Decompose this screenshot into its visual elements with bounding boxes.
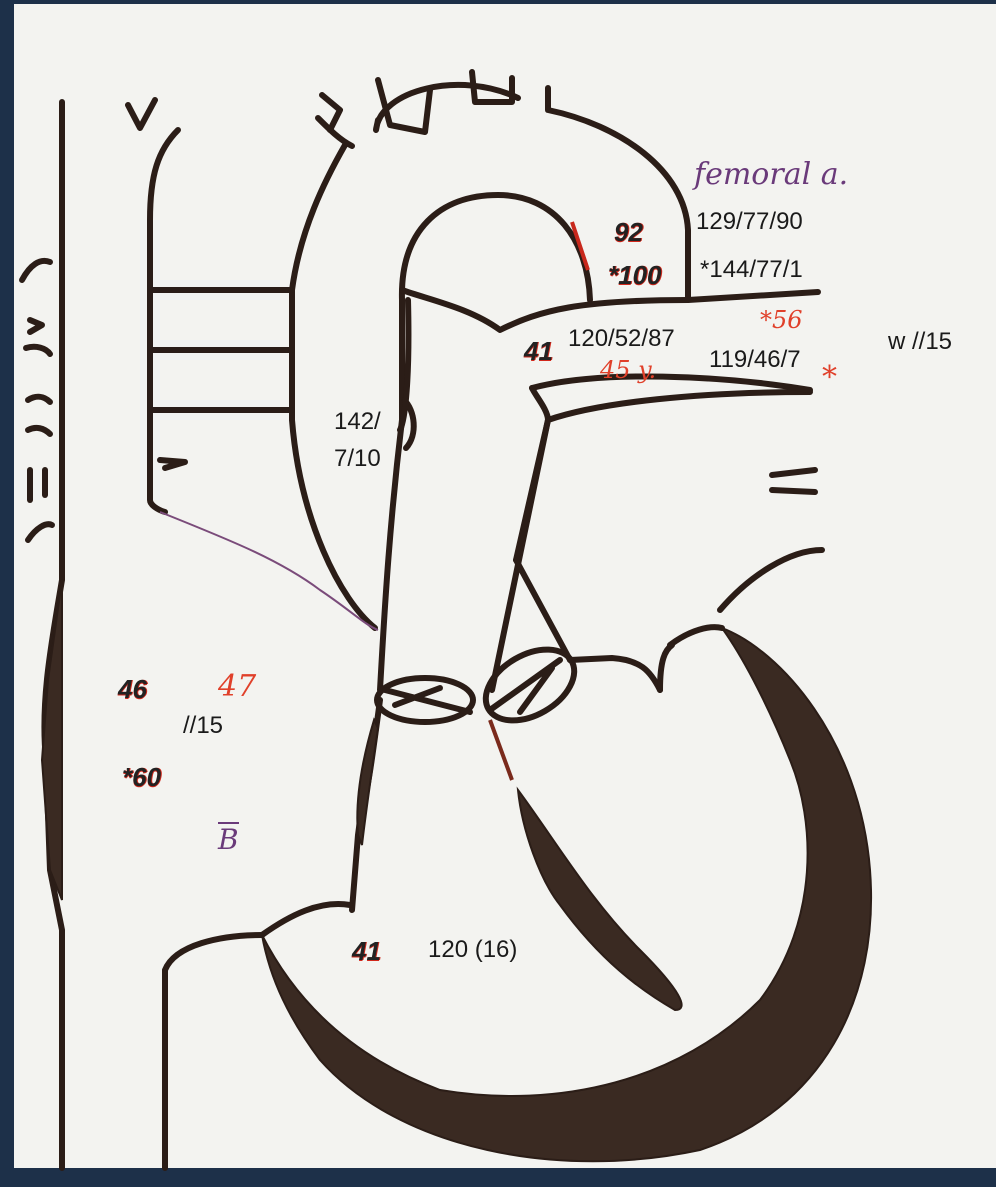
b-mark: B (218, 822, 239, 854)
ra-value-15: //15 (183, 714, 223, 738)
left-tick-9 (28, 524, 52, 540)
svc-right-wall (292, 145, 375, 628)
right-small-mark (772, 470, 815, 492)
tricuspid-base (165, 935, 262, 1168)
mitral-leaflet (670, 627, 722, 645)
aortic-valve-cusp (385, 688, 470, 712)
svc-notch (160, 460, 185, 468)
ra-value-60: *60 (122, 764, 161, 790)
pulmonary-right (548, 392, 810, 420)
left-tick-6 (28, 428, 50, 434)
desc-star: * (822, 363, 837, 393)
value-92: 92 (614, 219, 643, 245)
value-41-aorta: 41 (524, 338, 553, 364)
main-pa-right (516, 420, 548, 560)
age-note: 45 y. (600, 358, 656, 382)
arch-crossbar (402, 290, 688, 330)
svc-left-wall (150, 130, 178, 512)
ascending-aorta-left (380, 300, 402, 690)
arch-inner-loop (402, 195, 590, 300)
femoral-label: femoral a. (694, 160, 848, 190)
desc-aorta-pressure: 119/46/7 (709, 348, 801, 372)
ra-muscle-strip (357, 720, 378, 845)
pulmonary-outline (532, 388, 548, 420)
ra-value-47: 47 (218, 672, 256, 702)
left-tick-3 (30, 320, 42, 332)
value-56: *56 (760, 308, 803, 332)
lv-small-curve (660, 645, 672, 690)
aortic-arch-inner (376, 85, 518, 130)
red-mark-arch (572, 222, 588, 270)
ra-value-46: 46 (118, 676, 147, 702)
femoral-pressure: 129/77/90 (696, 210, 803, 234)
septum-muscle (518, 790, 682, 1010)
aorta-pressure: 120/52/87 (568, 327, 675, 351)
tricuspid-leaflet (262, 904, 350, 935)
left-tick-4 (26, 347, 50, 354)
pa-trunk-right (516, 560, 570, 660)
lv-pressure: 120 (16) (428, 938, 517, 962)
lv-value-41: 41 (352, 938, 381, 964)
lv-outer-top (720, 550, 822, 610)
value-100: *100 (608, 262, 662, 288)
pulmonary-upper (532, 376, 810, 390)
svc-pressure-bottom: 7/10 (334, 447, 381, 471)
pa-trunk-top (570, 658, 660, 690)
red-mark-septum (490, 720, 512, 780)
left-tick-1 (128, 100, 155, 128)
left-tick-2 (22, 261, 50, 280)
svc-pressure-top: 142/ (334, 410, 381, 434)
star-pressure-top: *144/77/1 (700, 258, 803, 282)
purple-line (160, 512, 378, 630)
left-tick-5 (28, 397, 50, 402)
w-15-label: w //15 (888, 330, 952, 354)
